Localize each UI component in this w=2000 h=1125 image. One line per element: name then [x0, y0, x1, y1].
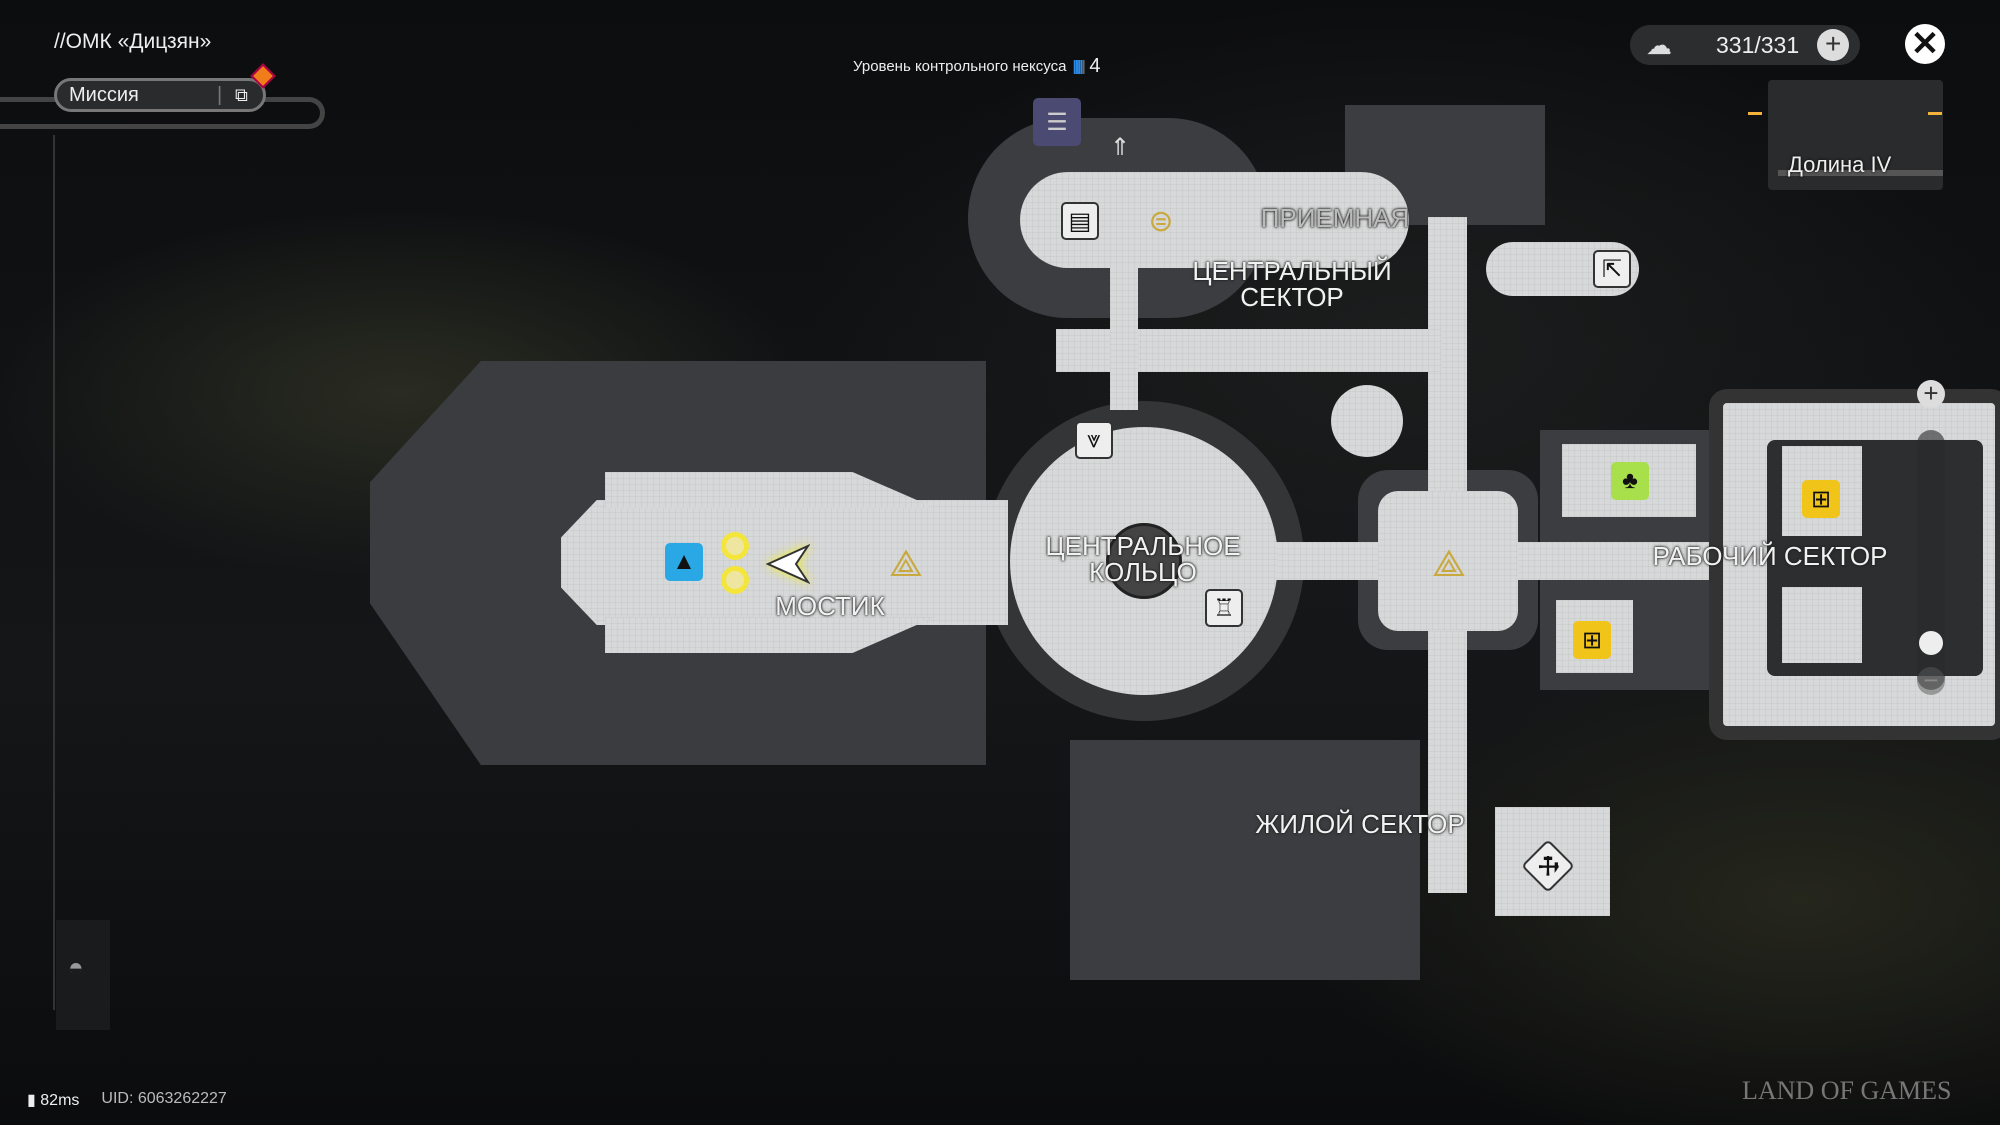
zoom-in-button[interactable]: + [1917, 380, 1945, 408]
add-energy-button[interactable]: + [1817, 29, 1850, 61]
central-ring [1010, 427, 1278, 695]
work-room-b [1782, 587, 1862, 663]
region-name: Долина IV [1788, 152, 1892, 177]
exit-icon[interactable]: ⇱ [1593, 250, 1631, 288]
zoom-slider-knob[interactable] [1919, 630, 1943, 655]
east-node [1378, 491, 1518, 631]
mission-label: Миссия [69, 83, 139, 106]
divider: | [217, 83, 223, 106]
watermark: LAND OF GAMES [1742, 1076, 1952, 1105]
objective-marker-icon[interactable] [721, 532, 749, 560]
mission-log-icon: ⧉ [235, 84, 248, 105]
puzzle-icon[interactable]: ⊞ [1573, 621, 1611, 659]
close-button[interactable]: ✕ [1905, 24, 1945, 64]
storage-icon[interactable]: ▤ [1061, 202, 1099, 240]
elevator-icon[interactable]: ⇑ [1109, 133, 1131, 161]
ring-connector [1110, 260, 1138, 410]
player-arrow-icon [766, 544, 810, 584]
page-title: //ОМК «Дицзян» [54, 30, 212, 53]
energy-panel: ☁ 331/331 + [1630, 25, 1860, 65]
trophy-icon[interactable]: ♖ [1205, 589, 1243, 627]
label-central-ring: ЦЕНТРАЛЬНОЕ КОЛЬЦО [1045, 531, 1241, 587]
terminal-icon[interactable]: ☰ [1033, 98, 1081, 146]
energy-value: 331/331 [1716, 31, 1800, 58]
work-room-a [1782, 446, 1862, 536]
minimap[interactable]: Долина IV [1768, 80, 1943, 190]
plant-icon[interactable]: ♣ [1611, 462, 1649, 500]
label-bridge: МОСТИК [775, 591, 885, 621]
ring-core [1106, 523, 1182, 599]
waypoint-emblem-icon[interactable]: ⟁ [889, 542, 923, 585]
energy-icon: ☁ [1646, 29, 1672, 60]
bridge-ship [561, 500, 1008, 625]
nexus-level: Уровень контрольного нексуса ||||| 4 [853, 55, 1101, 78]
south-dark-block [1070, 740, 1420, 980]
ring-marker-icon[interactable]: ⩔ [1075, 421, 1113, 459]
label-reception: ПРИЕМНАЯ [1260, 203, 1410, 233]
small-round-room [1331, 385, 1403, 457]
nexus-level-value: 4 [1089, 55, 1101, 77]
side-panel: ◓ [56, 920, 110, 1030]
label-work-sector: РАБОЧИЙ СЕКТОР [1652, 541, 1888, 571]
signal-icon: ▮ [27, 1092, 36, 1109]
label-central-sector: ЦЕНТРАЛЬНЫЙ СЕКТОР [1192, 256, 1392, 312]
nexus-label: Уровень контрольного нексуса [853, 58, 1067, 75]
teleport-icon[interactable]: ▲ [665, 543, 703, 581]
emblem-icon[interactable]: ⊜ [1148, 204, 1174, 238]
mission-button[interactable]: Миссия | ⧉ [54, 63, 276, 112]
waypoint-emblem-icon[interactable]: ⟁ [1432, 542, 1466, 585]
puzzle-icon[interactable]: ⊞ [1802, 480, 1840, 518]
landscape-icon[interactable]: ◓ [68, 952, 84, 982]
footer: ▮ 82ms UID: 6063262227 [27, 1090, 227, 1110]
side-line [53, 135, 55, 1010]
ping-value: 82ms [40, 1092, 80, 1109]
objective-marker-icon[interactable] [721, 566, 749, 594]
zoom-out-button[interactable]: − [1917, 667, 1945, 695]
ping: ▮ 82ms [27, 1090, 79, 1110]
label-living-sector: ЖИЛОЙ СЕКТОР [1255, 809, 1465, 839]
nexus-bars: ||||| [1072, 58, 1085, 75]
uid: UID: 6063262227 [101, 1090, 227, 1107]
